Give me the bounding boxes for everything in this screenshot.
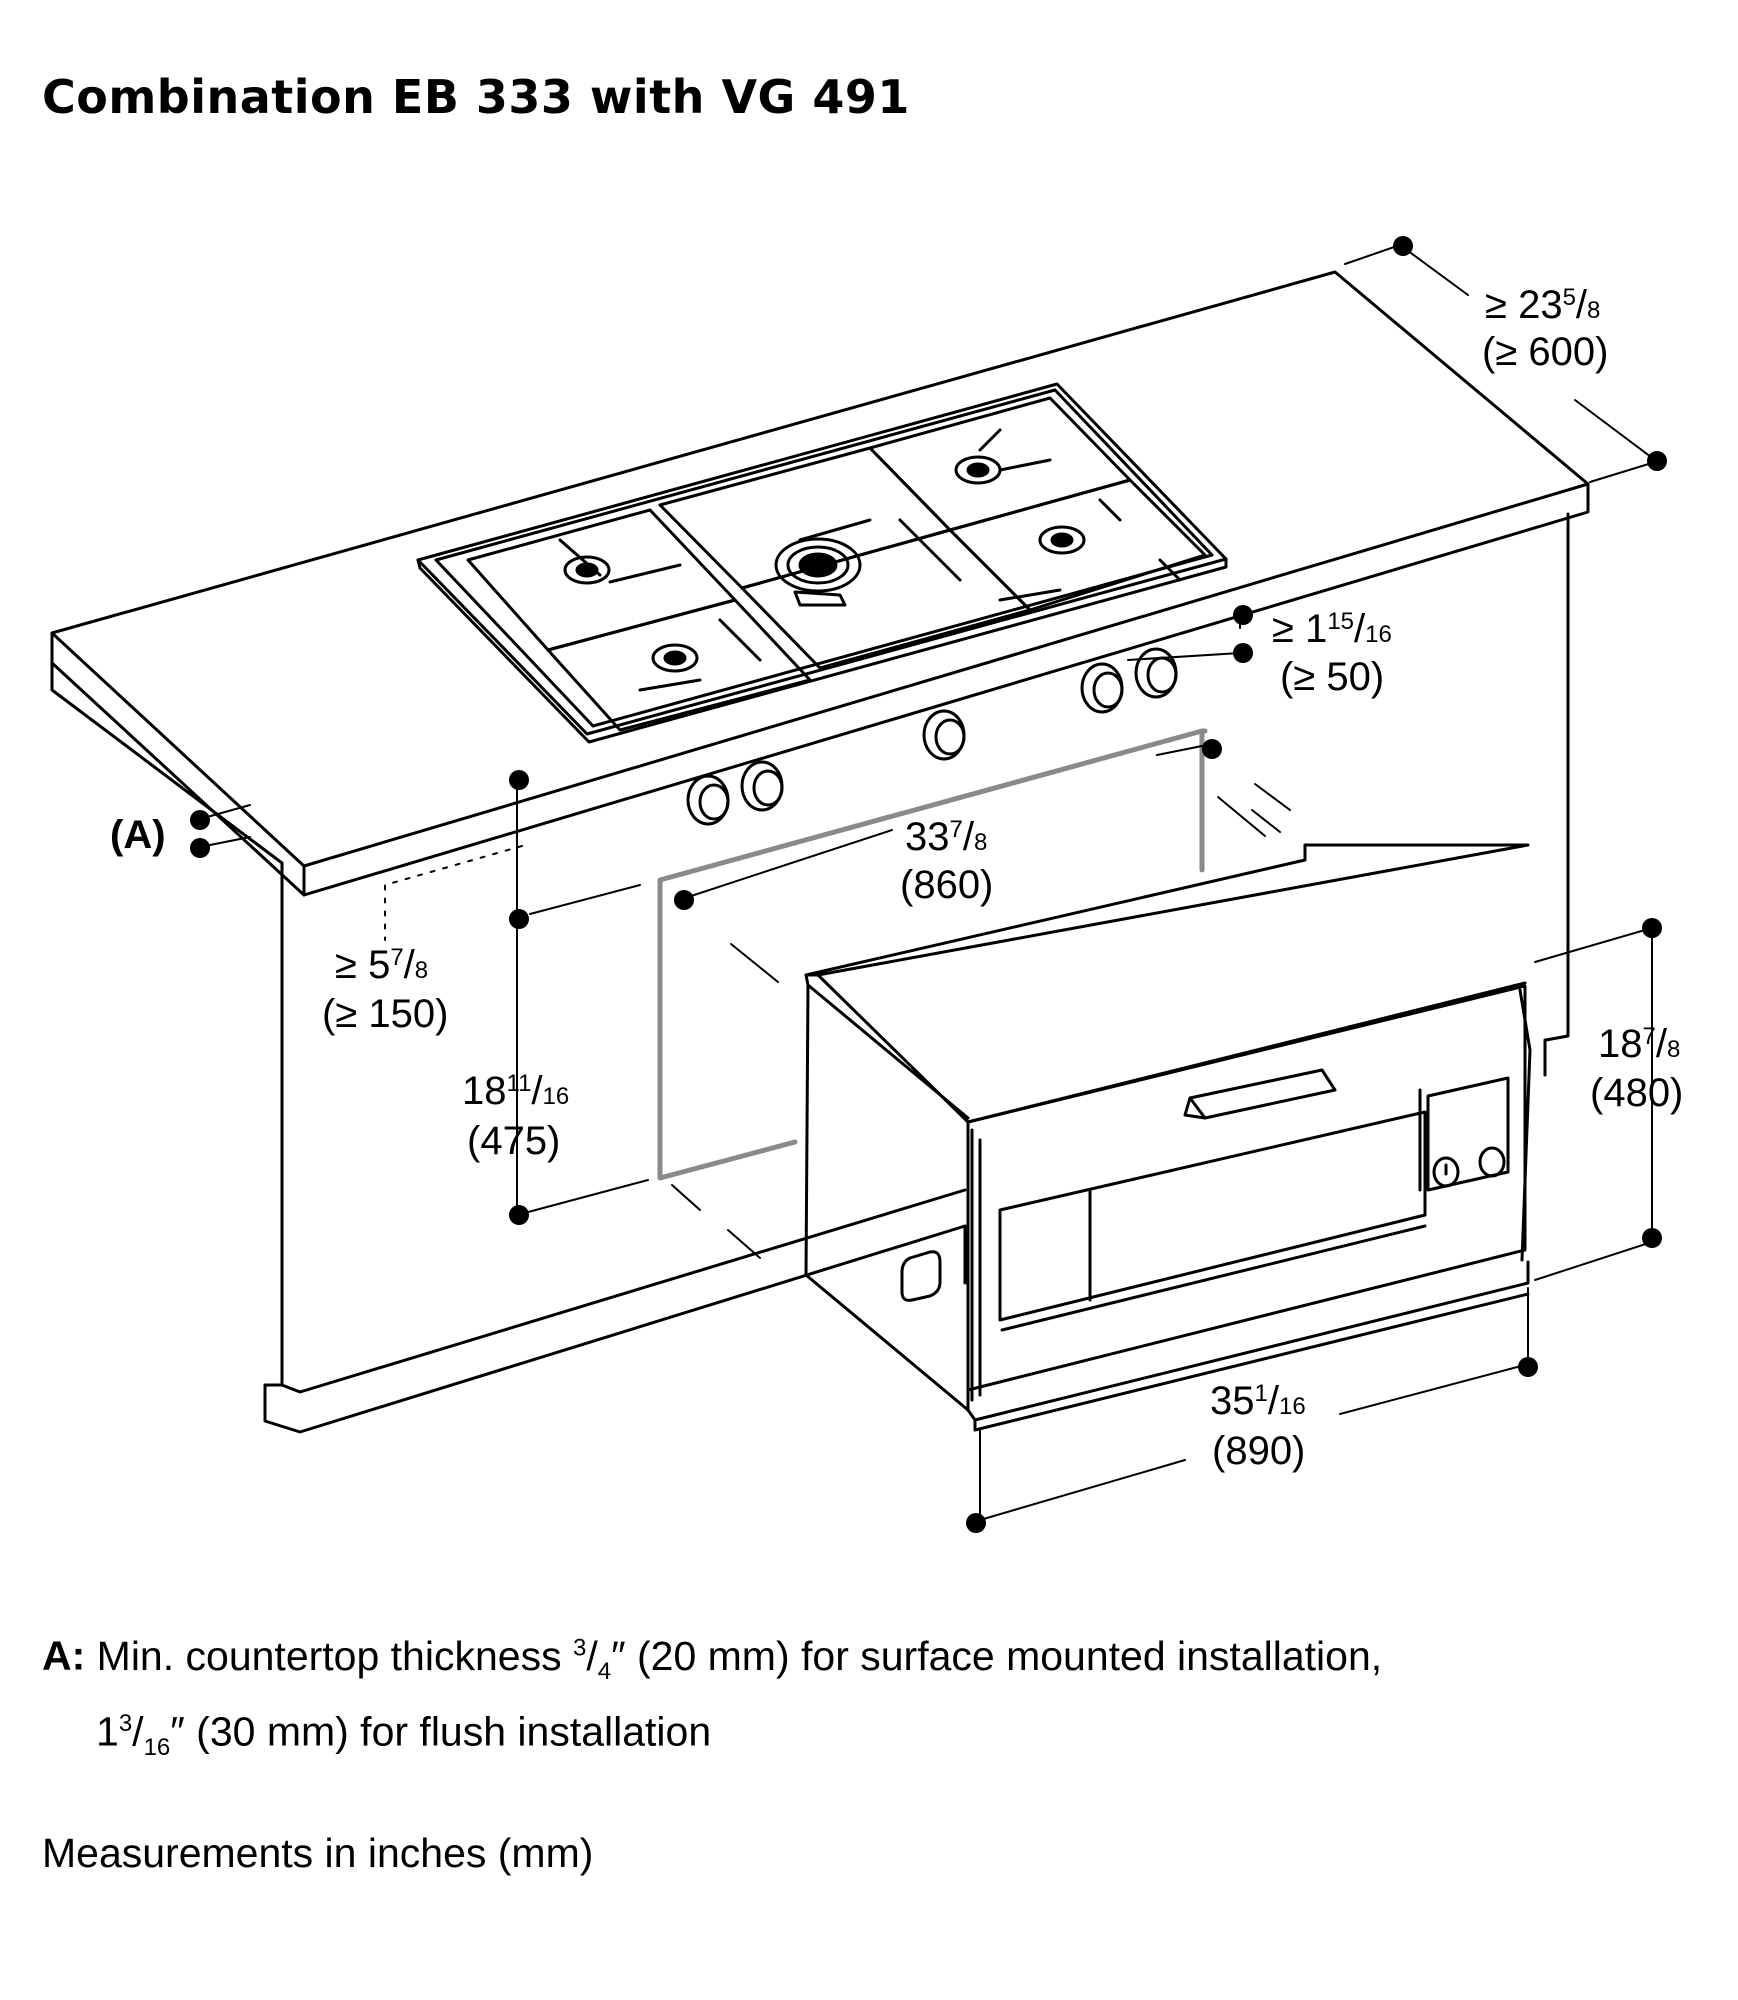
oven-cutout xyxy=(657,728,1208,1181)
cabinet xyxy=(50,512,1570,1434)
oven xyxy=(804,843,1532,1432)
side-clearance-label: ≥ 57/8 xyxy=(335,943,428,987)
cutout-height-mm: (475) xyxy=(467,1119,560,1163)
footnote-line2: 13/16″ (30 mm) for flush installation xyxy=(96,1708,712,1761)
countertop-marker-label: (A) xyxy=(110,813,166,857)
oven-width-label: 351/16 xyxy=(1210,1379,1306,1423)
panel-gap-mm: (≥ 50) xyxy=(1280,655,1384,699)
cutout-height-label: 1811/16 xyxy=(462,1069,569,1113)
diagram-title: Combination EB 333 with VG 491 xyxy=(42,70,910,124)
oven-height-mm: (480) xyxy=(1590,1071,1683,1115)
cutout-width-label: 337/8 xyxy=(905,815,987,859)
footnote-line1: Min. countertop thickness 3/4″ (20 mm) f… xyxy=(96,1632,1383,1685)
cutout-width-mm: (860) xyxy=(900,863,993,907)
footnote-label: A: xyxy=(42,1632,86,1679)
dimension-points xyxy=(190,236,1667,1533)
side-clearance-mm: (≥ 150) xyxy=(322,992,448,1036)
depth-clearance-label: ≥ 235/8 xyxy=(1485,283,1600,327)
control-knobs xyxy=(686,647,1178,826)
oven-width-mm: (890) xyxy=(1212,1429,1305,1473)
depth-clearance-mm: (≥ 600) xyxy=(1482,330,1608,374)
panel-gap-label: ≥ 115/16 xyxy=(1272,607,1392,651)
oven-height-label: 187/8 xyxy=(1598,1022,1680,1066)
gas-cooktop xyxy=(416,382,1228,744)
footnote-a: A: Min. countertop thickness 3/4″ (20 mm… xyxy=(42,1622,1382,1774)
units-note: Measurements in inches (mm) xyxy=(42,1830,594,1876)
